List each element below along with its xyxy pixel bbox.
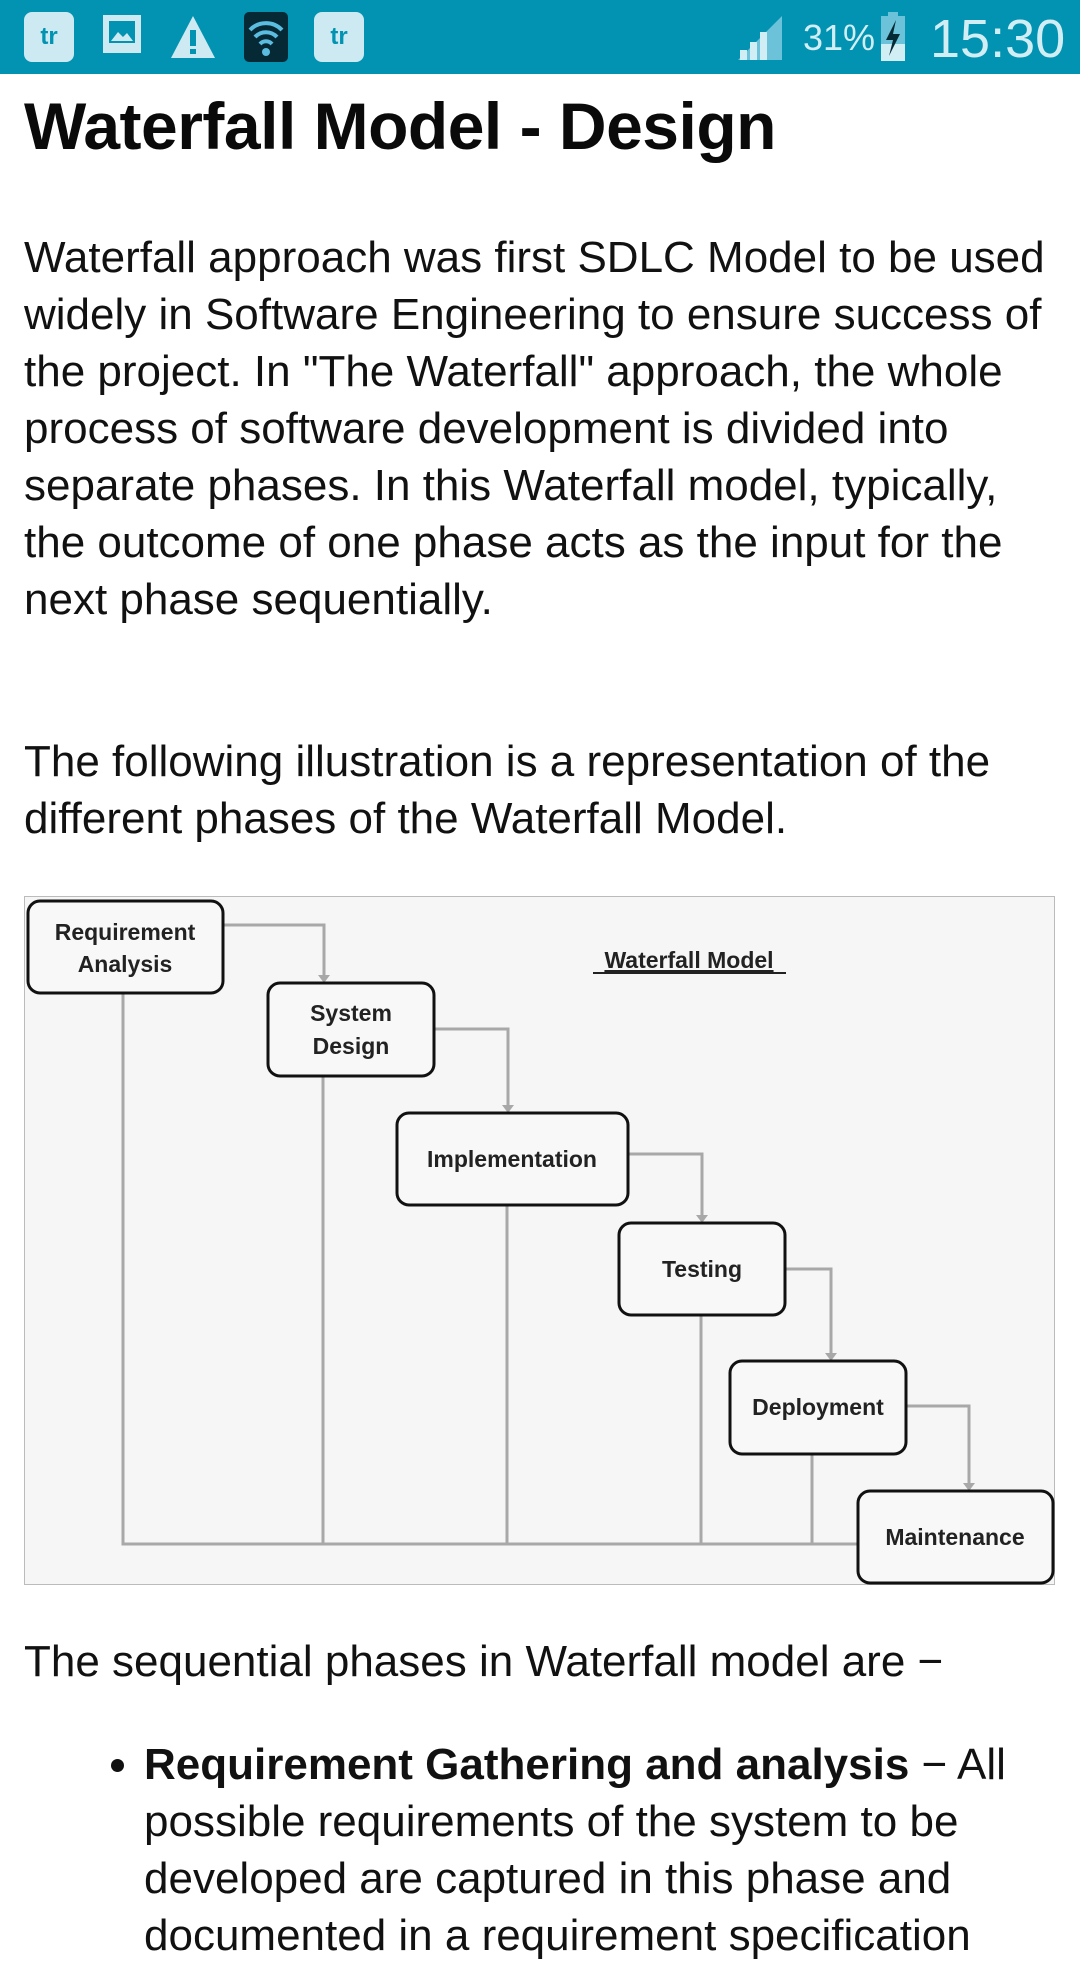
phase-box-implementation	[395, 1111, 630, 1207]
phase-list: Requirement Gathering and analysis − All…	[90, 1736, 1080, 1964]
phase-box-maintenance	[856, 1489, 1055, 1585]
phase-box-testing	[617, 1221, 787, 1317]
clock: 15:30	[930, 9, 1066, 69]
phase-label: Requirement	[55, 919, 196, 945]
phase-label: Deployment	[752, 1394, 884, 1420]
wifi-icon	[244, 12, 294, 62]
phase-box-system-design	[266, 981, 436, 1078]
bullet-term: Requirement Gathering and analysis	[144, 1740, 910, 1789]
battery-percent: 31%	[803, 17, 876, 58]
phase-label: Analysis	[78, 951, 173, 977]
illustration-intro: The following illustration is a represen…	[24, 737, 991, 843]
warning-icon	[168, 12, 218, 62]
feedback-lines	[121, 993, 858, 1546]
waterfall-diagram: Requirement Analysis System Design Imple…	[24, 896, 1055, 1585]
phases-intro: The sequential phases in Waterfall model…	[24, 1637, 944, 1686]
page-title: Waterfall Model - Design	[24, 89, 776, 163]
tr-app-icon: tr	[24, 12, 74, 62]
tr-label: tr	[40, 23, 58, 50]
phase-label: Implementation	[427, 1146, 597, 1172]
battery-charging-icon	[880, 12, 908, 62]
signal-icon	[736, 14, 786, 64]
status-bar: tr tr 31% 15:30	[0, 0, 1080, 74]
phase-label: Testing	[662, 1256, 742, 1282]
intro-paragraph: Waterfall approach was first SDLC Model …	[24, 233, 1045, 624]
phase-label: Design	[313, 1033, 390, 1059]
diagram-title: Waterfall Model	[604, 947, 773, 973]
phase-box-requirement-analysis	[26, 899, 225, 995]
tr-app-icon: tr	[314, 12, 364, 62]
list-item: Requirement Gathering and analysis − All…	[144, 1736, 1080, 1964]
phase-label: System	[310, 1000, 392, 1026]
image-icon	[100, 12, 150, 62]
tr-label: tr	[330, 23, 348, 50]
flow-arrows	[223, 923, 971, 1485]
phase-box-deployment	[728, 1359, 908, 1456]
phase-label: Maintenance	[885, 1524, 1024, 1550]
